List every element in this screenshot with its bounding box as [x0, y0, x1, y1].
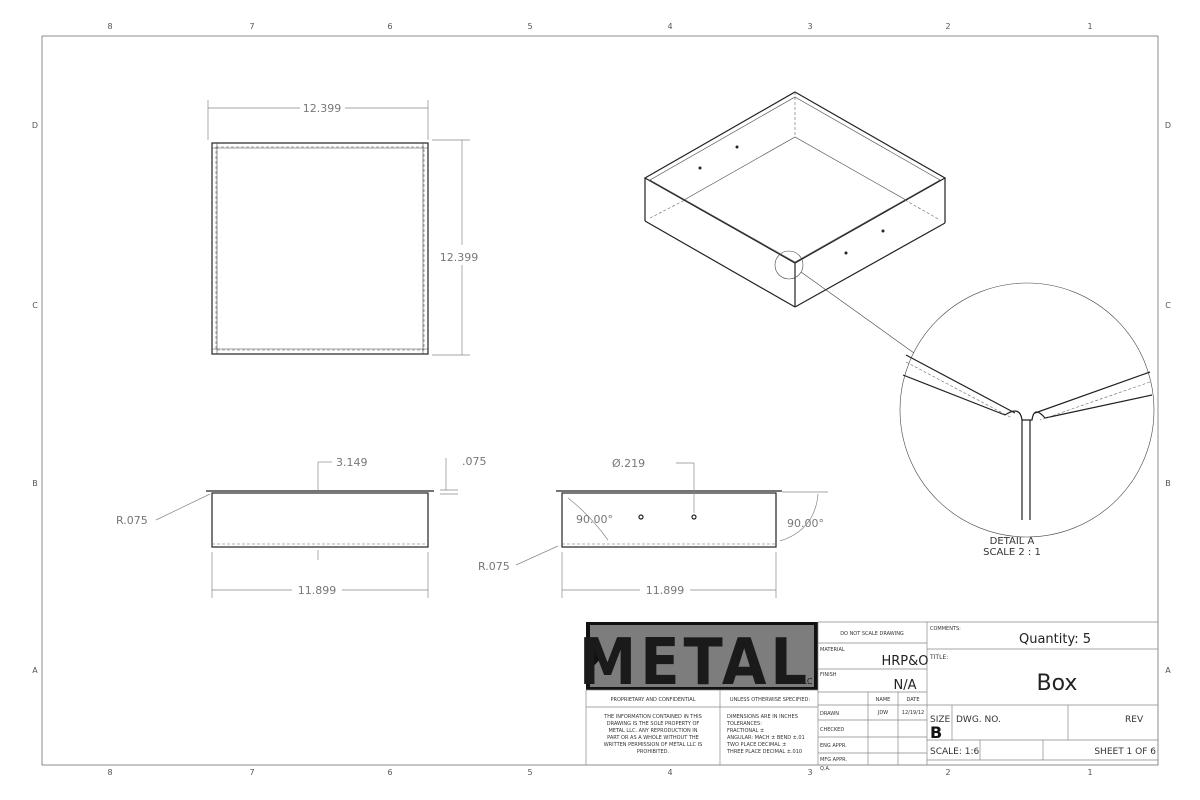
side-width-dimension: 11.899 — [646, 584, 685, 597]
detail-a-view: DETAIL A SCALE 2 : 1 — [899, 282, 1155, 558]
front-radius-dimension: R.075 — [116, 514, 148, 527]
logo-suffix: LLC — [798, 677, 813, 686]
proprietary-line: PART OR AS A WHOLE WITHOUT THE — [607, 735, 699, 741]
zone-markers: 8 7 6 5 4 3 2 1 8 7 6 5 4 3 2 1 D C B A … — [32, 22, 1171, 777]
proprietary-line: DRAWING IS THE SOLE PROPERTY OF — [607, 721, 700, 727]
zone-row-d: D — [32, 121, 38, 130]
flange-dimension: .075 — [462, 455, 487, 468]
top-view: 12.399 12.399 — [207, 100, 479, 356]
comments-label: COMMENTS: — [930, 626, 961, 632]
zone-row-b: B — [32, 479, 38, 488]
zone-col-7: 7 — [249, 22, 254, 31]
detail-scale: SCALE 2 : 1 — [983, 547, 1041, 558]
hole — [691, 514, 697, 520]
drawing-number-label: DWG. NO. — [956, 715, 1001, 725]
zone-col-8: 8 — [107, 22, 112, 31]
eng-approval-label: ENG APPR. — [820, 743, 847, 749]
mfg-approval-label: MFG APPR. — [820, 757, 847, 763]
logo-text: METAL — [579, 626, 811, 700]
proprietary-line: WRITTEN PERMISSION OF METAL LLC IS — [604, 742, 703, 748]
zone-col-3: 3 — [807, 22, 812, 31]
unless-specified-header: UNLESS OTHERWISE SPECIFIED: — [730, 697, 810, 703]
zone-col-1: 1 — [1087, 22, 1092, 31]
zone-col-1-bottom: 1 — [1087, 768, 1092, 777]
title-block: METAL LLC PROPRIETARY AND CONFIDENTIAL T… — [579, 621, 1158, 772]
tolerance-line: FRACTIONAL ± — [727, 728, 764, 734]
tolerance-line: TWO PLACE DECIMAL ± — [726, 742, 786, 748]
revision-label: REV — [1125, 715, 1144, 725]
zone-row-d-right: D — [1165, 121, 1171, 130]
angle-right-dimension: 90.00° — [787, 517, 824, 530]
tolerance-line: TOLERANCES: — [726, 721, 762, 727]
drawn-name: JDW — [877, 710, 888, 716]
tolerance-line: DIMENSIONS ARE IN INCHES — [727, 714, 798, 720]
isometric-view — [643, 91, 947, 354]
sheet-size: B — [930, 723, 942, 742]
zone-row-c-right: C — [1165, 301, 1171, 310]
depth-dimension: 3.149 — [336, 456, 368, 469]
do-not-scale-note: DO NOT SCALE DRAWING — [840, 631, 904, 637]
zone-row-b-right: B — [1165, 479, 1171, 488]
finish-label: FINISH — [820, 672, 837, 678]
front-view: 3.149 .075 R.075 11.899 — [116, 455, 487, 598]
checked-label: CHECKED — [820, 727, 844, 733]
name-header: NAME — [876, 697, 891, 703]
finish-value: N/A — [894, 678, 917, 693]
material-value: HRP&O — [881, 654, 928, 669]
zone-col-5-bottom: 5 — [527, 768, 532, 777]
zone-col-6-bottom: 6 — [387, 768, 392, 777]
date-header: DATE — [906, 697, 919, 703]
comments-value: Quantity: 5 — [1019, 632, 1091, 647]
scale-value: SCALE: 1:6 — [930, 747, 980, 757]
tolerance-line: THREE PLACE DECIMAL ±.010 — [726, 749, 802, 755]
proprietary-line: THE INFORMATION CONTAINED IN THIS — [603, 714, 702, 720]
material-label: MATERIAL — [820, 647, 845, 653]
zone-col-4: 4 — [667, 22, 672, 31]
detail-a-callout — [774, 250, 804, 280]
zone-col-5: 5 — [527, 22, 532, 31]
drawing-border — [41, 35, 1159, 766]
side-view: Ø.219 90.00° 90.00° R.075 11.899 — [478, 457, 828, 598]
front-width-dimension: 11.899 — [298, 584, 337, 597]
zone-col-4-bottom: 4 — [667, 768, 672, 777]
proprietary-header: PROPRIETARY AND CONFIDENTIAL — [610, 697, 695, 703]
angle-left-dimension: 90.00° — [576, 513, 613, 526]
qa-label: Q.A. — [820, 766, 831, 772]
title-label: TITLE: — [929, 654, 948, 661]
zone-row-c: C — [32, 301, 38, 310]
drawing-title: Box — [1037, 671, 1078, 696]
zone-row-a-right: A — [1165, 666, 1171, 675]
hole-diameter-dimension: Ø.219 — [612, 457, 645, 470]
proprietary-line: PROHIBITED. — [637, 749, 670, 755]
proprietary-line: METAL LLC. ANY REPRODUCTION IN — [608, 728, 697, 734]
tolerance-line: ANGULAR: MACH ± BEND ±.01 — [727, 735, 805, 741]
zone-row-a: A — [32, 666, 38, 675]
zone-col-8-bottom: 8 — [107, 768, 112, 777]
size-label: SIZE — [930, 715, 951, 725]
top-height-dimension: 12.399 — [440, 251, 479, 264]
zone-col-2: 2 — [945, 22, 950, 31]
top-width-dimension: 12.399 — [303, 102, 342, 115]
hole — [638, 514, 644, 520]
drawn-date: 12/19/12 — [902, 710, 924, 716]
detail-label: DETAIL A — [990, 536, 1035, 547]
zone-col-2-bottom: 2 — [945, 768, 950, 777]
zone-col-6: 6 — [387, 22, 392, 31]
zone-col-7-bottom: 7 — [249, 768, 254, 777]
zone-col-3-bottom: 3 — [807, 768, 812, 777]
side-radius-dimension: R.075 — [478, 560, 510, 573]
drawn-label: DRAWN — [820, 711, 839, 717]
sheet-number: SHEET 1 OF 6 — [1094, 747, 1156, 757]
